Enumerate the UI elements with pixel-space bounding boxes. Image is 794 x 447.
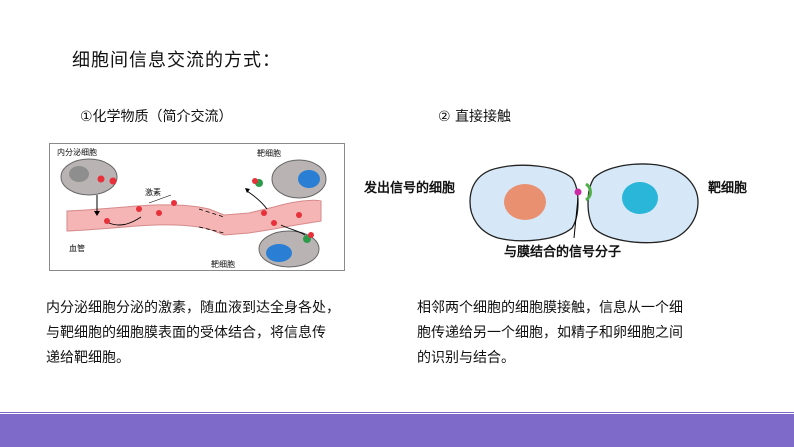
target-cell-top-nucleus [298,170,320,188]
footer-divider [0,412,794,413]
label-endocrine-cell: 内分泌细胞 [57,147,97,157]
method2-description-line: 的识别与结合。 [417,346,747,371]
method2-description: 相邻两个细胞的细胞膜接触，信息从一个细 胞传递给另一个细胞，如精子和卵细胞之间 … [417,296,747,371]
method1-description-line: 递给靶细胞。 [46,346,386,371]
hormone-dot [136,206,142,212]
hormone-dot [296,212,302,218]
hormone-dot [98,176,105,183]
method2-description-line: 相邻两个细胞的细胞膜接触，信息从一个细 [417,296,747,321]
label-blood-vessel: 血管 [69,243,85,253]
method1-description: 内分泌细胞分泌的激素，随血液到达全身各处， 与靶细胞的细胞膜表面的受体结合，将信… [46,296,386,371]
label-hormone: 激素 [145,187,161,197]
direct-contact-diagram: 发出信号的细胞 靶细胞 与膜结合的信号分子 [358,150,778,268]
label-target-cell: 靶细胞 [708,180,747,196]
target-cell-bottom-nucleus [266,244,292,262]
label-sending-cell: 发出信号的细胞 [363,180,455,196]
sending-cell-nucleus [504,184,546,220]
endocrine-cell-nucleus [69,166,89,182]
target-cell-nucleus [622,182,658,214]
method1-description-line: 内分泌细胞分泌的激素，随血液到达全身各处， [46,296,386,321]
method1-label: ①化学物质（简介交流） [80,106,233,126]
hormone-dot [261,210,267,216]
hormone-dot [156,210,162,216]
chemical-signaling-diagram: 内分泌细胞 激素 血管 靶细胞 靶细胞 [49,143,345,271]
endocrine-cell [61,159,117,195]
signal-molecule [575,189,582,196]
hormone-dot [271,220,277,226]
method2-description-line: 胞传递给另一个细胞，如精子和卵细胞之间 [417,321,747,346]
footer-bar [0,414,794,447]
label-signal-molecule: 与膜结合的信号分子 [504,244,621,260]
label-target-cell-bottom: 靶细胞 [211,259,235,269]
label-target-cell-top: 靶细胞 [257,148,281,158]
method1-description-line: 与靶细胞的细胞膜表面的受体结合，将信息传 [46,321,386,346]
page-title: 细胞间信息交流的方式： [72,46,281,72]
hormone-dot [110,178,117,185]
method2-label: ② 直接接触 [438,106,511,126]
hormone-dot [171,200,177,206]
